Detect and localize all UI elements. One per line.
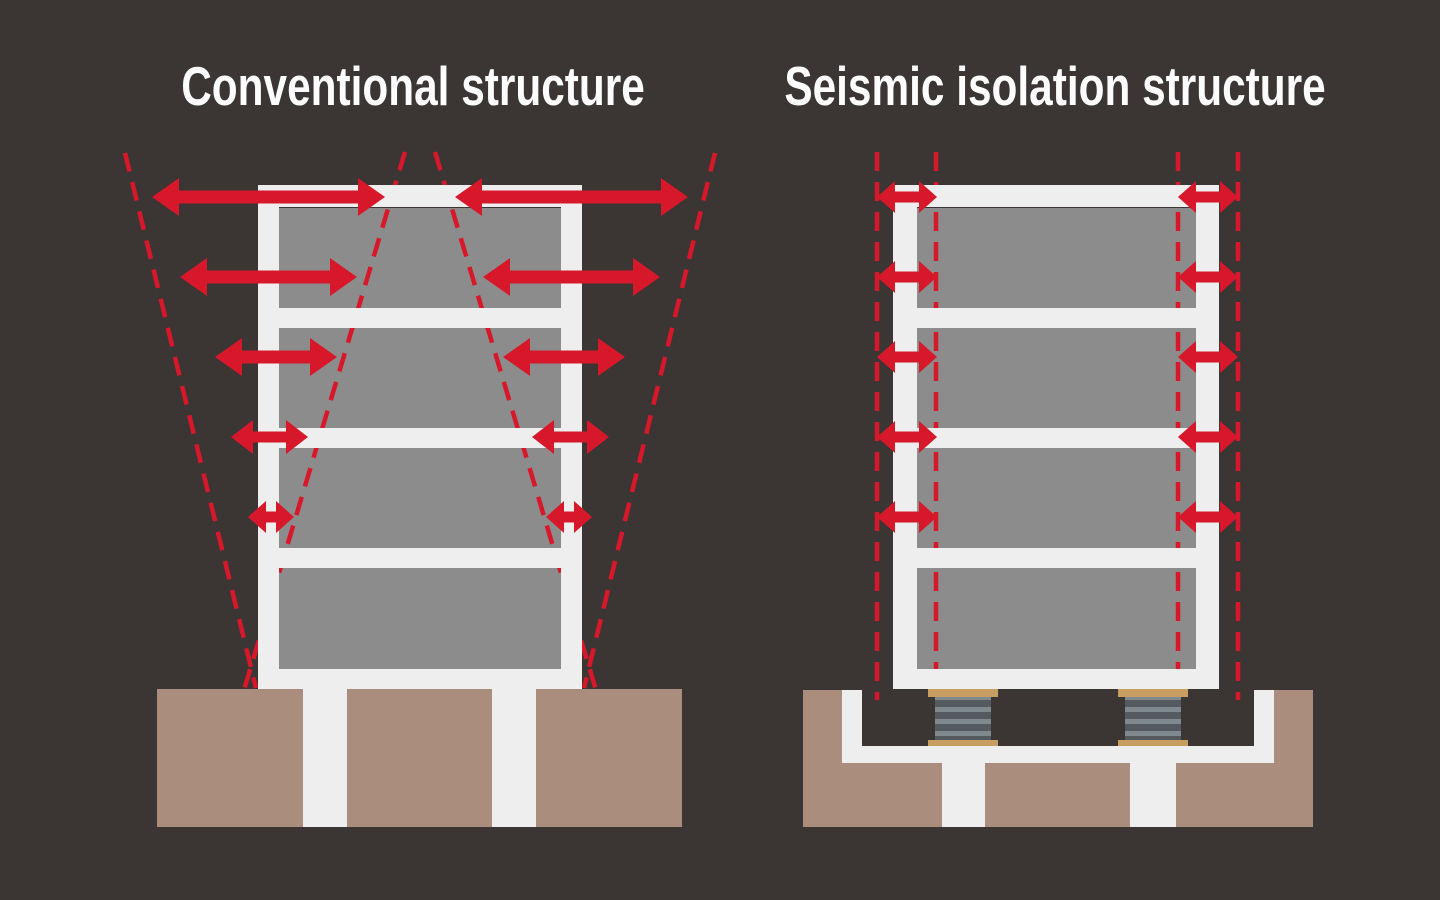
floor-panel [279,448,561,548]
conventional-structure-figure [122,151,718,827]
isolated-motion-arrows [877,181,1238,533]
motion-arrow [877,261,937,293]
isolated-floor-panels [917,208,1198,669]
sway-arrow [180,258,357,296]
motion-arrow [877,341,937,373]
floor-panel [279,208,561,308]
isolation-bearing [1118,689,1188,747]
pit-wall [803,690,842,827]
sway-arrow [152,178,385,216]
sway-arrow [248,501,294,533]
foundation-block [842,763,942,827]
base-slab [258,669,582,689]
bearing-layer [935,724,991,731]
motion-arrow [1178,261,1238,293]
sway-arrow [231,420,308,454]
floor-panel [917,448,1198,548]
foundation-pile [1130,763,1176,827]
roof-slab [893,185,1219,207]
conventional-foundation [157,689,682,827]
foundation-pile [492,689,536,827]
sway-arrow [503,338,625,376]
isolation-bearing [928,689,998,747]
floor-slab [893,548,1219,568]
floor-slab [893,308,1219,328]
sway-arrow [215,338,337,376]
bearing-top-plate [1118,689,1188,697]
foundation-block [536,689,682,827]
motion-arrow [1178,181,1238,213]
conventional-floor-panels [279,208,561,669]
foundation-pile [942,763,985,827]
bearing-layer [935,700,991,707]
conventional-sway-arrows [152,178,688,533]
sway-arrow [546,501,592,533]
motion-arrow [1178,341,1238,373]
foundation-block [157,689,303,827]
bearing-top-plate [928,689,998,697]
pit-lining-wall [842,690,862,763]
bearing-layer [935,736,991,742]
bearing-layer [1125,700,1181,707]
bearing-layer [1125,724,1181,731]
floor-panel [917,208,1198,308]
deformation-dashed-line [581,152,718,689]
floor-panel [917,328,1198,428]
foundation-block [1176,763,1274,827]
pit-floor-slab [842,746,1274,763]
bearing-bottom-plate [928,740,998,747]
isolated-foundation-pit [803,690,1313,827]
floor-slab [258,548,582,568]
bearing-bottom-plate [1118,740,1188,747]
floor-panel [279,568,561,669]
seismic-isolation-structure-title: Seismic isolation structure [784,55,1326,117]
sway-arrow [455,178,688,216]
foundation-block [985,763,1130,827]
motion-arrow [1178,501,1238,533]
seismic-isolation-structure-figure [803,152,1313,827]
floor-slab [258,308,582,328]
pit-lining-wall [1254,690,1274,763]
sway-arrow [483,258,660,296]
floor-slab [893,428,1219,448]
conventional-structure-title: Conventional structure [181,55,645,117]
floor-panel [279,328,561,428]
pit-wall [1274,690,1313,827]
motion-arrow [1178,421,1238,453]
base-slab [893,669,1219,689]
bearing-layer [1125,712,1181,719]
isolated-motion-range-lines [874,152,1241,700]
sway-arrow [532,420,609,454]
motion-arrow [877,501,937,533]
bearing-layer [1125,736,1181,742]
motion-arrow [877,421,937,453]
motion-arrow [877,181,937,213]
foundation-pile [303,689,347,827]
floor-slab [258,428,582,448]
foundation-block [347,689,492,827]
deformation-dashed-line [122,152,259,689]
bearing-layer [935,712,991,719]
isolation-bearings [928,689,1188,747]
floor-panel [917,568,1198,669]
